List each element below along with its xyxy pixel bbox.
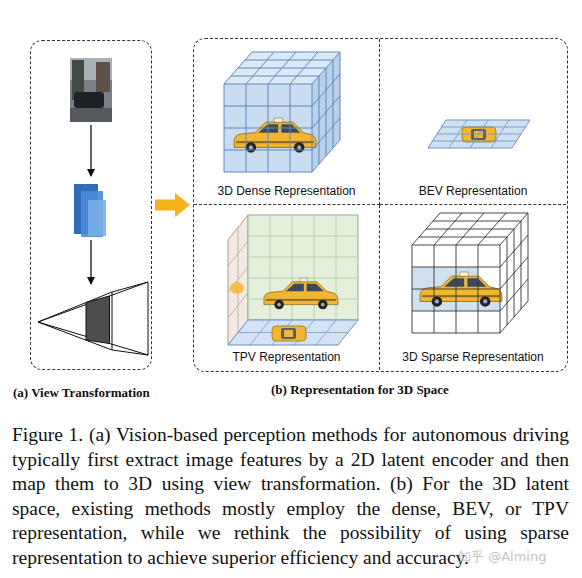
representation-quadrant: 3D Dense Representation: [194, 39, 380, 205]
tpv-planes: [228, 215, 358, 345]
figure-caption: Figure 1. (a) Vision-based perception me…: [12, 423, 569, 571]
bev-plane: [428, 120, 530, 148]
quadrant-label: 3D Dense Representation: [194, 184, 379, 198]
quadrant-label: 3D Sparse Representation: [380, 350, 566, 364]
panel-heading: (b) Representation for 3D Space: [271, 382, 449, 398]
flow-arrow: [90, 125, 91, 176]
flow-arrow: [90, 240, 91, 284]
camera-image: [70, 58, 112, 122]
representation-panel: (b) Representation for 3D Space3D Dense …: [193, 38, 568, 372]
panel-heading: (a) View Transformation: [13, 385, 150, 401]
representation-quadrant: TPV Representation: [194, 205, 380, 370]
view-frustum: [38, 282, 148, 355]
quadrant-label: BEV Representation: [380, 184, 566, 198]
quadrant-label: TPV Representation: [194, 350, 379, 364]
transform-arrow: [155, 200, 175, 211]
representation-quadrant: 3D Sparse Representation: [380, 205, 566, 370]
representation-quadrant: BEV Representation: [380, 39, 566, 205]
view-transformation-panel: (a) View Transformation: [30, 40, 152, 370]
dense-voxel-cube: [224, 52, 340, 172]
feature-encoder: [74, 184, 106, 237]
watermark: 知乎 @Alming: [458, 548, 546, 566]
sparse-voxel-cube: [412, 213, 528, 333]
